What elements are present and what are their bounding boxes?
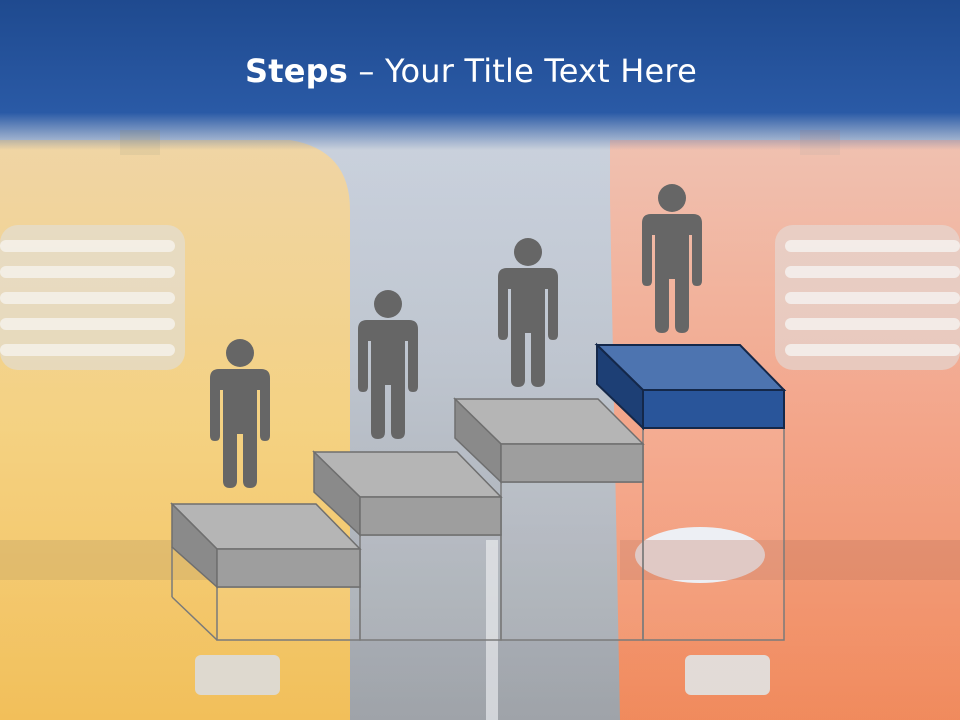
title-text-part: – Your Title Text Here [348,52,697,90]
step-3-column [500,481,644,641]
slide-title[interactable]: Steps – Your Title Text Here [0,52,942,90]
step-4-column [642,427,785,641]
person-icon [642,184,702,333]
step-4-block-highlighted [594,342,787,431]
step-3-block [453,397,645,484]
person-icon [498,238,558,387]
person-icon [210,339,270,488]
step-1-column [216,586,361,641]
people-figures [210,184,702,488]
step-2-column [359,534,502,641]
step-2-block [312,450,503,537]
step-1-block [170,502,362,589]
person-icon [358,290,418,439]
steps-diagram [170,342,787,641]
title-bold-part: Steps [245,52,349,90]
header-band [0,0,960,150]
